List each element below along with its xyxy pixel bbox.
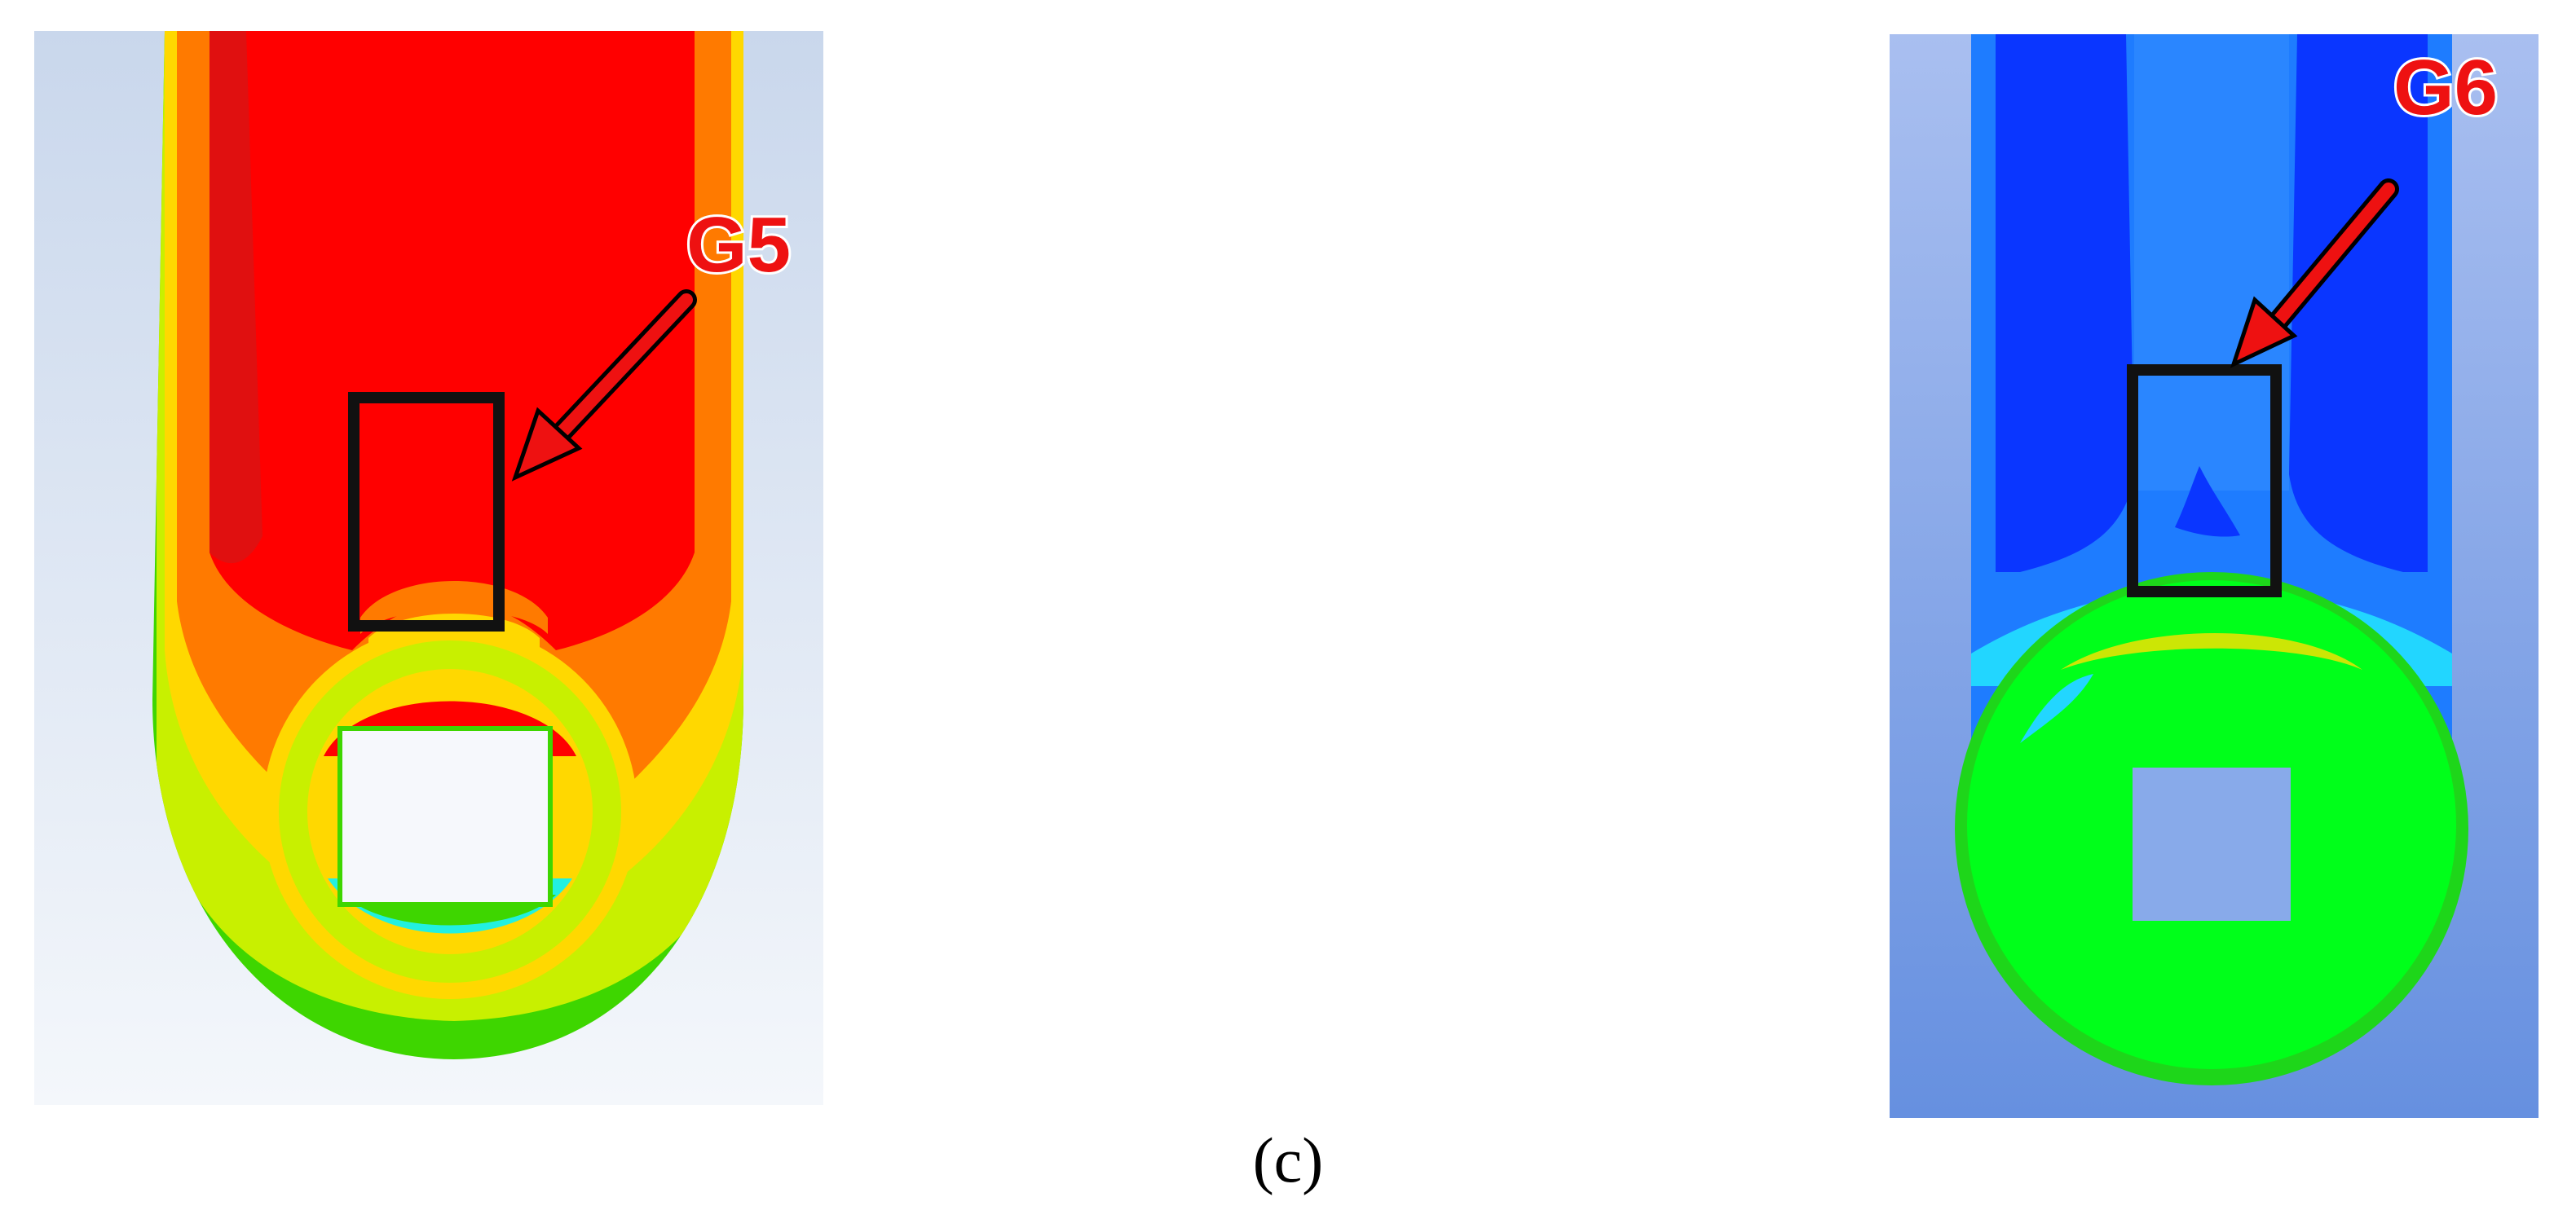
label-g6: G6 bbox=[2393, 44, 2498, 131]
arrow-icon bbox=[2230, 178, 2399, 368]
square-hole bbox=[2133, 768, 2291, 921]
square-hole bbox=[337, 726, 553, 907]
highlight-box-g5 bbox=[348, 392, 505, 632]
label-g5: G5 bbox=[686, 201, 791, 288]
stress-spot bbox=[2175, 466, 2240, 537]
contour-plot-right: G6 bbox=[1890, 34, 2539, 1118]
figure-caption: (c) bbox=[1252, 1125, 1324, 1195]
highlight-box-g6 bbox=[2127, 364, 2282, 597]
contour-plot-left: G5 bbox=[34, 31, 823, 1105]
arrow-icon bbox=[511, 289, 697, 482]
contour-plot-left-canvas: G5 bbox=[34, 31, 823, 1105]
contour-plot-right-canvas: G6 bbox=[1890, 34, 2539, 1118]
